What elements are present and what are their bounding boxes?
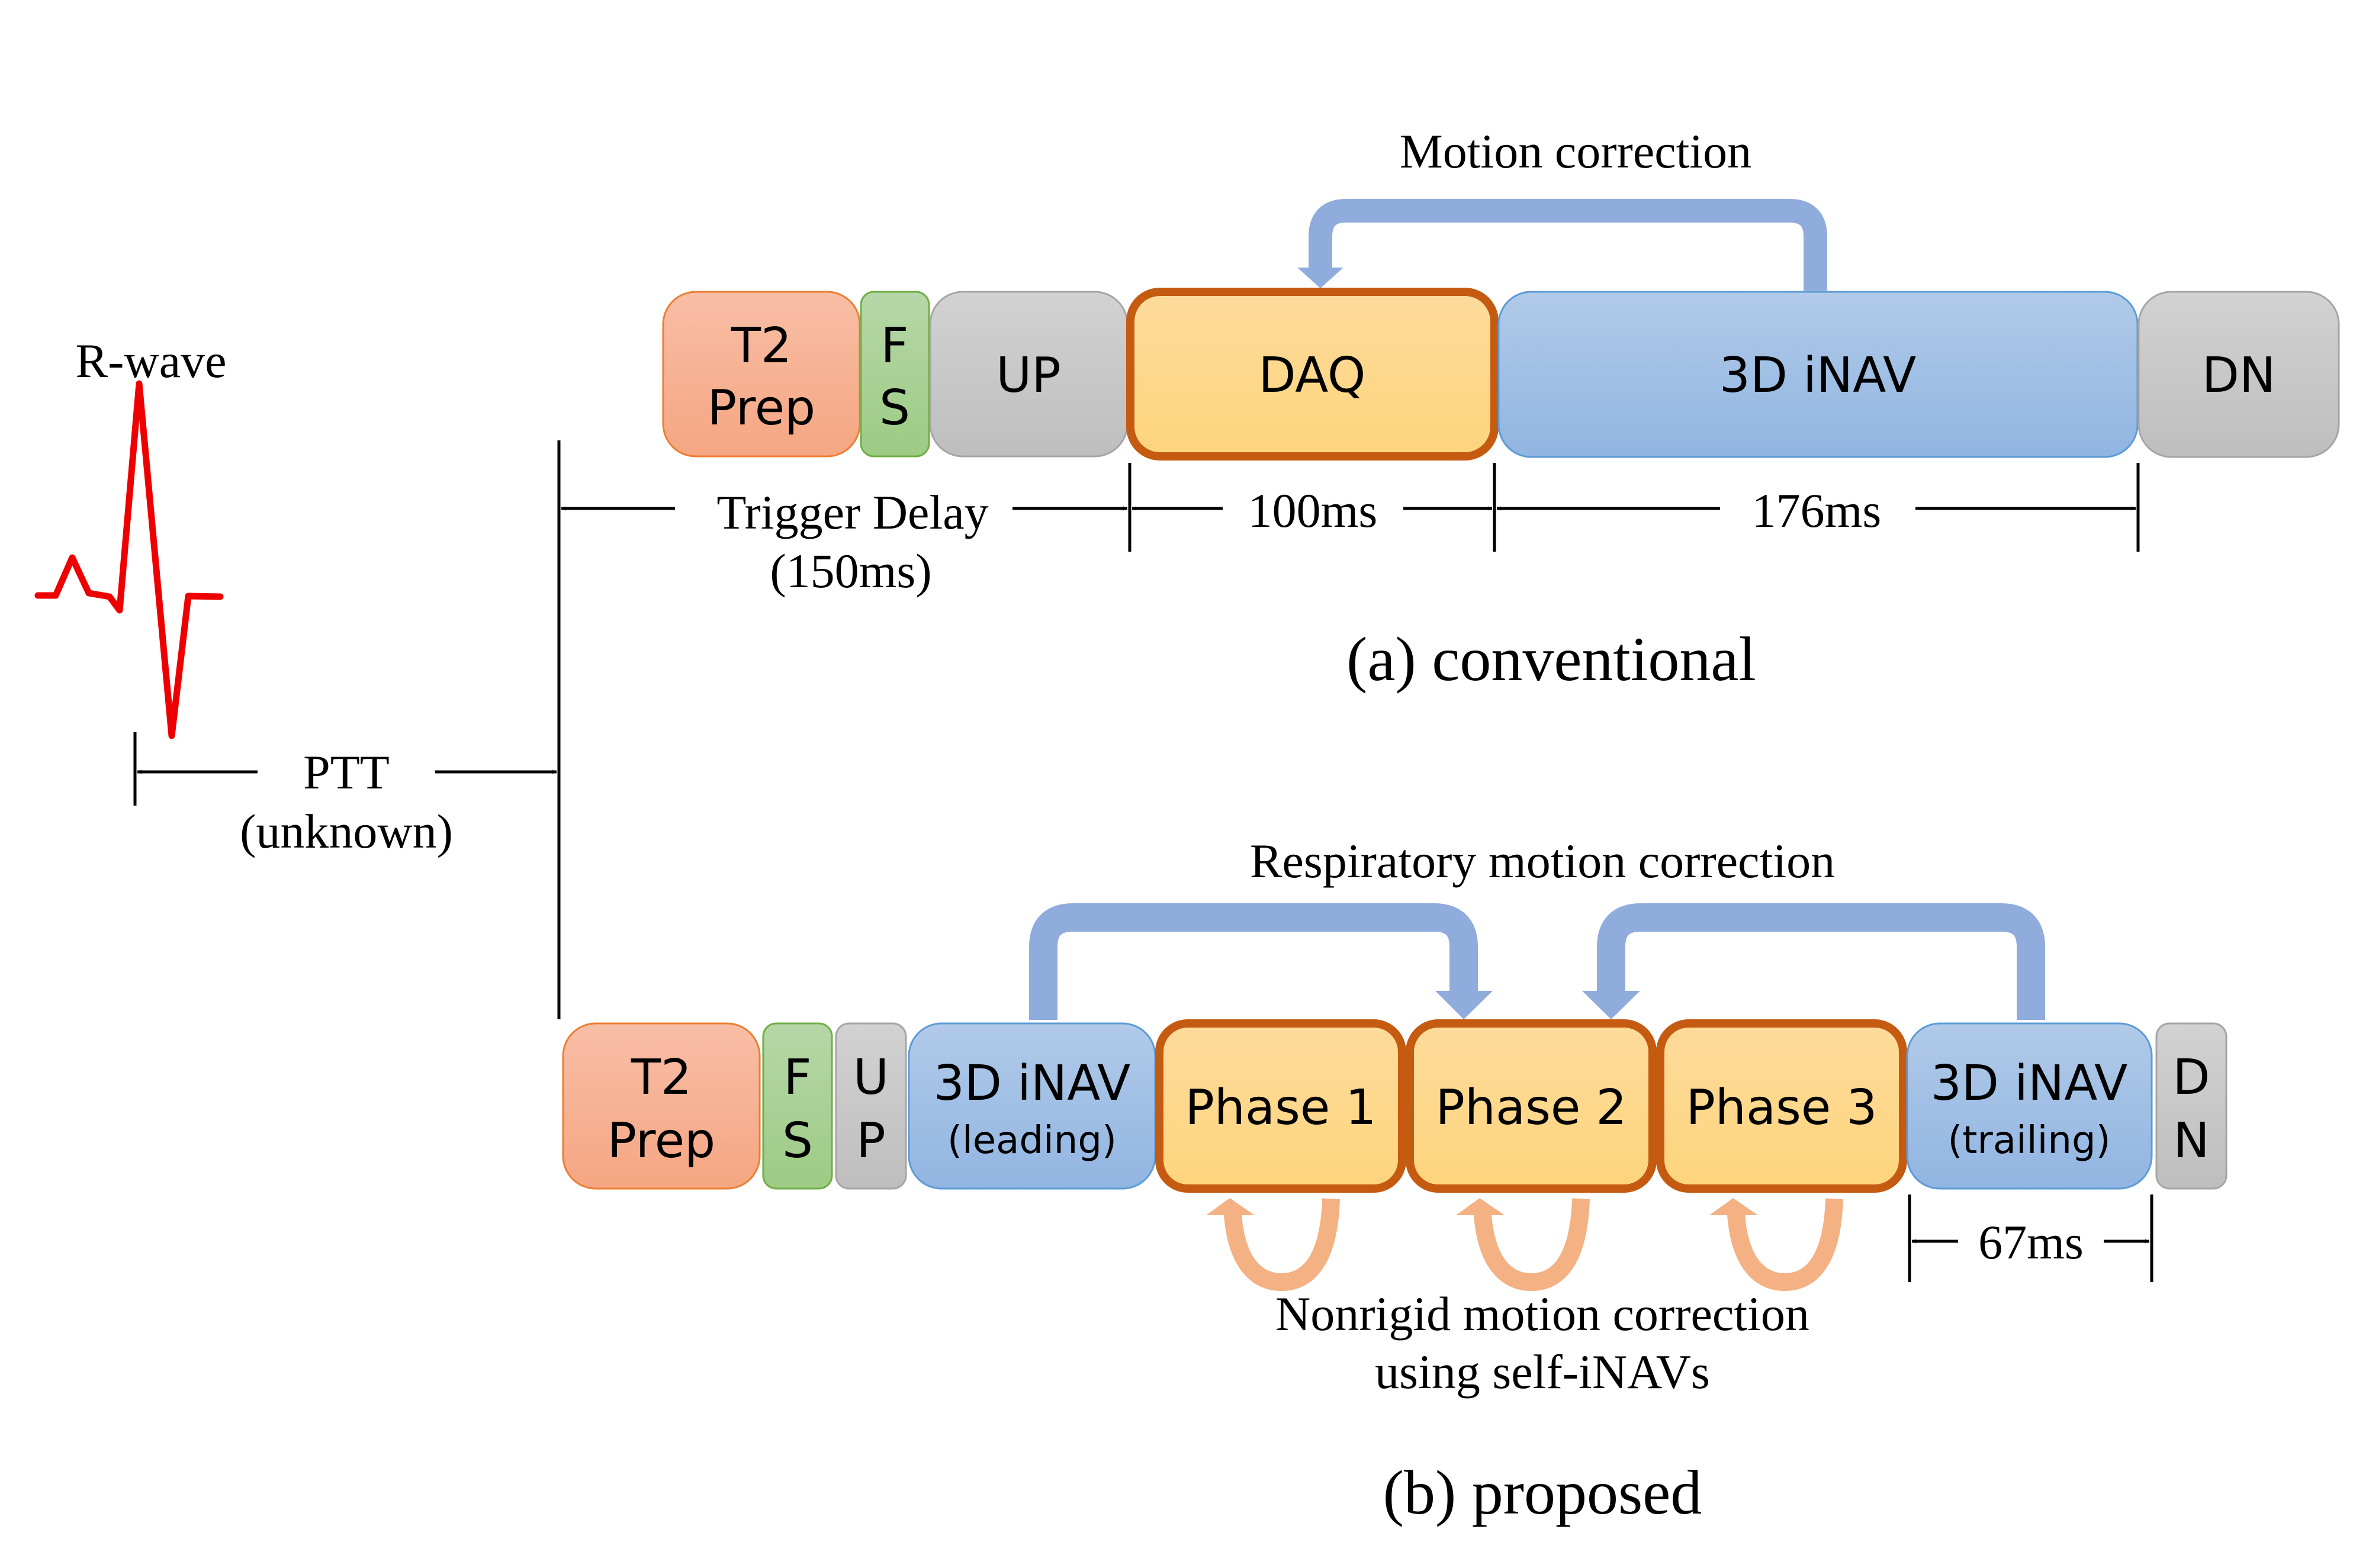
caption-conventional: (a) conventional <box>1346 624 1756 694</box>
leading-correction-arrow <box>1029 903 1478 1020</box>
block-phase-2: Phase 2 <box>1406 1019 1657 1193</box>
nonrigid-arrow-phase-3 <box>1709 1198 1843 1292</box>
svg-text:T2: T2 <box>631 1049 692 1106</box>
svg-text:D: D <box>2172 1049 2210 1106</box>
motion-correction-label: Motion correction <box>1400 124 1751 178</box>
nonrigid-arrow-phase-2 <box>1456 1198 1590 1292</box>
respiratory-correction-label: Respiratory motion correction <box>1250 834 1835 888</box>
block-t2prep: T2 Prep <box>662 291 861 458</box>
leading-correction-arrowhead <box>1435 991 1493 1019</box>
svg-text:DAQ: DAQ <box>1259 347 1366 404</box>
motion-correction-arrowhead <box>1297 268 1343 288</box>
svg-text:3D iNAV: 3D iNAV <box>1719 347 1916 404</box>
block-up: UP <box>929 291 1129 458</box>
svg-text:(trailing): (trailing) <box>1947 1119 2110 1163</box>
nonrigid-label-line-2: using self-iNAVs <box>1375 1345 1710 1399</box>
trailing-correction-arrowhead <box>1582 991 1640 1019</box>
svg-text:S: S <box>782 1113 813 1169</box>
svg-text:Phase 2: Phase 2 <box>1435 1080 1627 1136</box>
block-3d-inav: 3D iNAV <box>1497 291 2139 458</box>
svg-text:P: P <box>856 1113 885 1169</box>
inav-duration-label: 176ms <box>1752 484 1882 537</box>
svg-text:U: U <box>853 1049 889 1106</box>
svg-text:Phase 1: Phase 1 <box>1185 1080 1376 1136</box>
svg-text:F: F <box>783 1049 811 1106</box>
trigger-delay-value: (150ms) <box>770 544 931 598</box>
ecg-waveform <box>34 380 224 739</box>
proposed-sequence: Respiratory motion correction T2 Prep F … <box>562 834 2227 1527</box>
svg-text:DN: DN <box>2202 347 2275 404</box>
svg-text:3D iNAV: 3D iNAV <box>1931 1055 2127 1112</box>
svg-text:F: F <box>880 318 908 374</box>
motion-correction-arrow <box>1309 199 1827 291</box>
block-fat-sat: F S <box>860 291 930 458</box>
trailing-duration-label: 67ms <box>1978 1215 2084 1269</box>
block-daq: DAQ <box>1126 288 1499 461</box>
block-up: U P <box>835 1022 907 1190</box>
caption-proposed: (b) proposed <box>1383 1458 1702 1527</box>
trailing-correction-arrow <box>1597 903 2045 1020</box>
svg-text:N: N <box>2173 1113 2209 1169</box>
block-phase-3: Phase 3 <box>1656 1019 1907 1193</box>
trigger-delay-label: Trigger Delay <box>716 485 988 539</box>
ptt-label: PTT <box>303 745 390 799</box>
block-3d-inav-leading: 3D iNAV (leading) <box>908 1022 1156 1190</box>
block-dn: DN <box>2137 291 2340 458</box>
svg-text:Prep: Prep <box>708 380 815 436</box>
svg-text:(leading): (leading) <box>947 1119 1117 1163</box>
svg-text:Phase 3: Phase 3 <box>1686 1080 1877 1136</box>
ptt-sublabel: (unknown) <box>240 804 453 858</box>
svg-text:T2: T2 <box>731 318 792 374</box>
svg-text:3D iNAV: 3D iNAV <box>934 1055 1130 1112</box>
svg-text:S: S <box>879 380 910 436</box>
block-fat-sat: F S <box>762 1022 833 1190</box>
block-phase-1: Phase 1 <box>1155 1019 1406 1193</box>
nonrigid-label-line-1: Nonrigid motion correction <box>1275 1287 1809 1341</box>
r-wave-label: R-wave <box>75 334 226 388</box>
daq-duration-label: 100ms <box>1248 484 1378 537</box>
conventional-sequence: Motion correction T2 Prep F S UP DAQ 3D … <box>561 124 2340 694</box>
svg-text:UP: UP <box>996 347 1060 404</box>
block-t2prep: T2 Prep <box>562 1022 761 1190</box>
nonrigid-arrow-phase-1 <box>1206 1198 1340 1292</box>
block-dn: D N <box>2155 1022 2227 1190</box>
svg-text:Prep: Prep <box>607 1113 715 1169</box>
block-3d-inav-trailing: 3D iNAV (trailing) <box>1906 1022 2153 1190</box>
